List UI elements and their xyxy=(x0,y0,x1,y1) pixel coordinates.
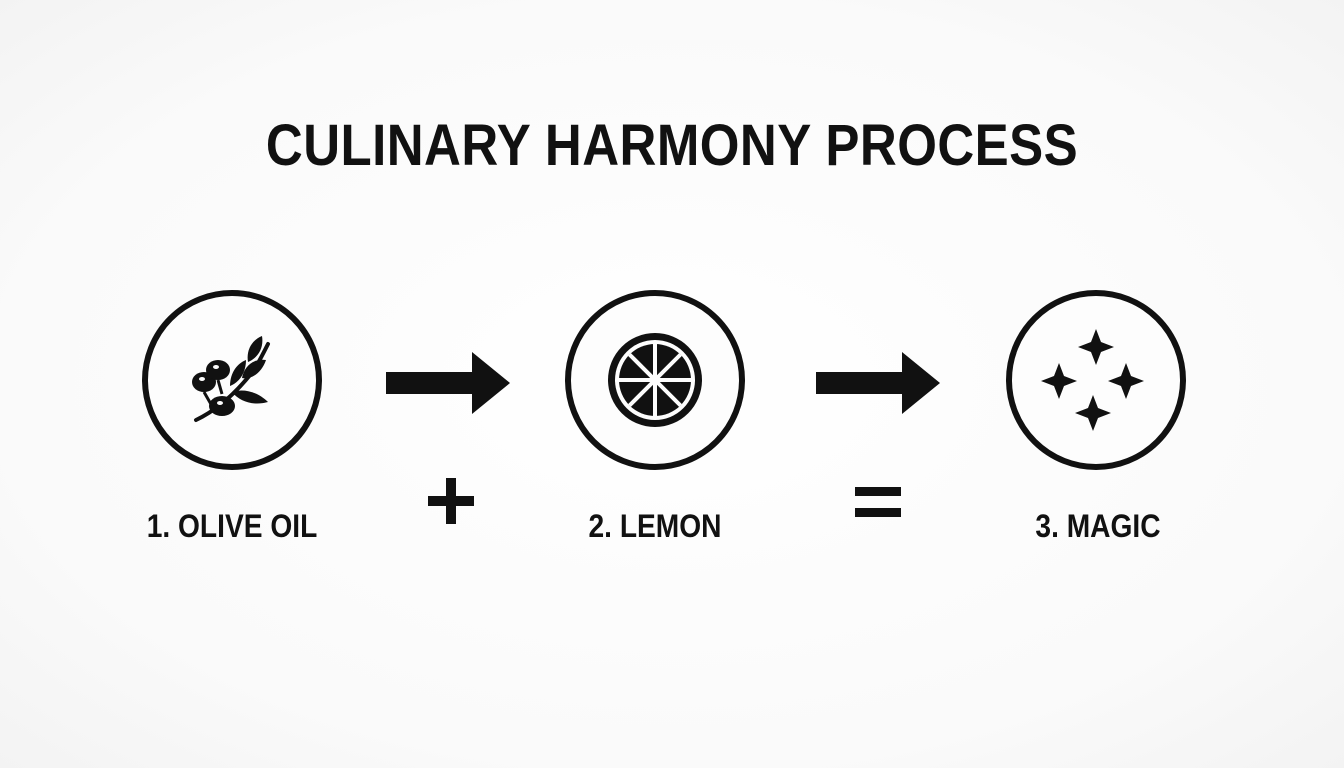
plus-operator-icon xyxy=(428,478,474,524)
step-1-label: 1. OLIVE OIL xyxy=(146,508,318,544)
step-3-label: 3. MAGIC xyxy=(1035,508,1161,544)
sparkles-icon xyxy=(1041,329,1144,431)
step-1-circle xyxy=(142,290,322,470)
lemon-slice-icon xyxy=(608,333,702,427)
arrow-right-icon xyxy=(386,352,510,414)
step-2-label: 2. LEMON xyxy=(588,508,722,544)
diagram-title: CULINARY HARMONY PROCESS xyxy=(265,113,1079,178)
equals-operator-icon xyxy=(855,487,901,517)
step-3-circle xyxy=(1006,290,1186,470)
arrow-right-icon xyxy=(816,352,940,414)
step-2-circle xyxy=(565,290,745,470)
olive-branch-icon xyxy=(192,336,270,422)
